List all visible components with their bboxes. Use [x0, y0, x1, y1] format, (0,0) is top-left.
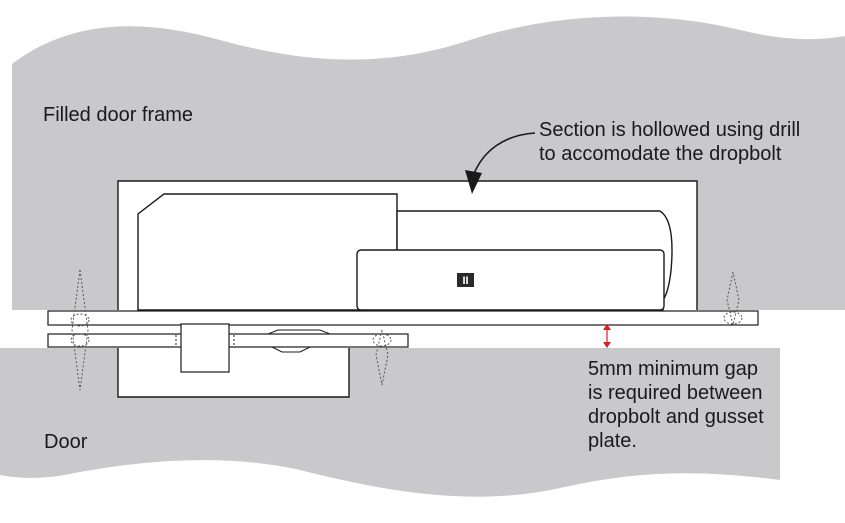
- screw-middle: [372, 329, 392, 386]
- door-label: Door: [44, 431, 88, 453]
- dropbolt-badge-text: II: [462, 275, 468, 287]
- screw-left: [70, 269, 90, 391]
- callout-arrowhead: [465, 170, 482, 194]
- slot-detail: [267, 329, 331, 335]
- dropbolt-body: [137, 193, 398, 311]
- callout-line-1: Section is hollowed using drill: [539, 119, 801, 141]
- gap-note-line-2: is required between: [588, 382, 763, 404]
- callout-line-2: to accomodate the dropbolt: [539, 143, 782, 165]
- gap-note-line-4: plate.: [588, 430, 637, 452]
- bolt-keeper: [180, 323, 230, 373]
- dropbolt-block: [356, 249, 665, 311]
- screw-right: [723, 271, 743, 326]
- door-recess: [117, 348, 350, 398]
- frame-label: Filled door frame: [43, 104, 194, 126]
- gap-note: 5mm minimum gap is required between drop…: [588, 357, 764, 453]
- callout-arrow: [472, 132, 536, 177]
- dropbolt-badge: [457, 273, 474, 287]
- callout-text: Section is hollowed using drill to accom…: [539, 118, 800, 166]
- gap-note-line-1: 5mm minimum gap: [588, 358, 759, 380]
- gap-note-line-3: dropbolt and gusset: [588, 406, 764, 428]
- gap-arrow: [603, 324, 611, 348]
- gusset-plate: [47, 310, 759, 326]
